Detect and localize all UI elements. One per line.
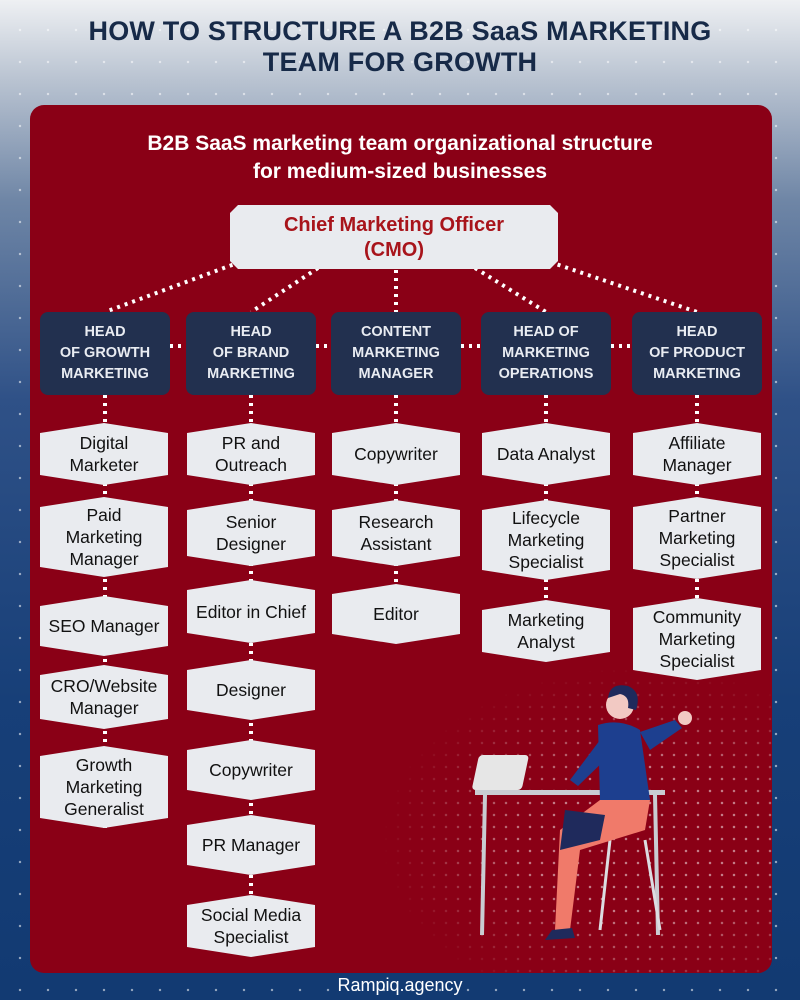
role-node: Copywriter — [332, 423, 460, 485]
title-line-2: TEAM FOR GROWTH — [262, 47, 538, 77]
subtitle-line-2: for medium-sized businesses — [252, 160, 548, 183]
role-node: Lifecycle Marketing Specialist — [482, 500, 610, 580]
subtitle-line-1: B2B SaaS marketing team organizational s… — [147, 132, 653, 155]
role-node: Editor in Chief — [187, 580, 315, 643]
role-node: Data Analyst — [482, 423, 610, 485]
role-node: Partner Marketing Specialist — [633, 497, 761, 579]
footer-brand: Rampiq.agency — [337, 975, 463, 995]
cmo-title: Chief Marketing Officer — [283, 214, 505, 236]
content-marketing-manager: CONTENT MARKETING MANAGER — [331, 312, 461, 395]
role-node: Social Media Specialist — [187, 895, 315, 957]
role-node: PR and Outreach — [187, 423, 315, 485]
role-node: Editor — [332, 584, 460, 644]
head-brand-marketing: HEAD OF BRAND MARKETING — [186, 312, 316, 395]
role-node: Growth Marketing Generalist — [40, 746, 168, 828]
head-product-marketing: HEAD OF PRODUCT MARKETING — [632, 312, 762, 395]
role-node: Copywriter — [187, 740, 315, 800]
role-node: Senior Designer — [187, 500, 315, 566]
role-node: Paid Marketing Manager — [40, 497, 168, 577]
role-node: Digital Marketer — [40, 423, 168, 485]
chart-subtitle: B2B SaaS marketing team organizational s… — [0, 130, 800, 186]
role-node: PR Manager — [187, 815, 315, 875]
role-node: Designer — [187, 660, 315, 720]
role-node: SEO Manager — [40, 596, 168, 656]
cmo-node: Chief Marketing Officer (CMO) — [230, 205, 558, 269]
role-node: Research Assistant — [332, 500, 460, 566]
role-node: Marketing Analyst — [482, 600, 610, 662]
cmo-abbrev: (CMO) — [364, 239, 424, 261]
head-marketing-operations: HEAD OF MARKETING OPERATIONS — [481, 312, 611, 395]
role-node: Affiliate Manager — [633, 423, 761, 485]
woman-at-desk-illustration — [472, 685, 692, 940]
role-node: Community Marketing Specialist — [633, 598, 761, 680]
page-title: HOW TO STRUCTURE A B2B SaaS MARKETING TE… — [0, 16, 800, 78]
role-node: CRO/Website Manager — [40, 665, 168, 729]
head-growth-marketing: HEAD OF GROWTH MARKETING — [40, 312, 170, 395]
title-line-1: HOW TO STRUCTURE A B2B SaaS MARKETING — [88, 16, 712, 46]
